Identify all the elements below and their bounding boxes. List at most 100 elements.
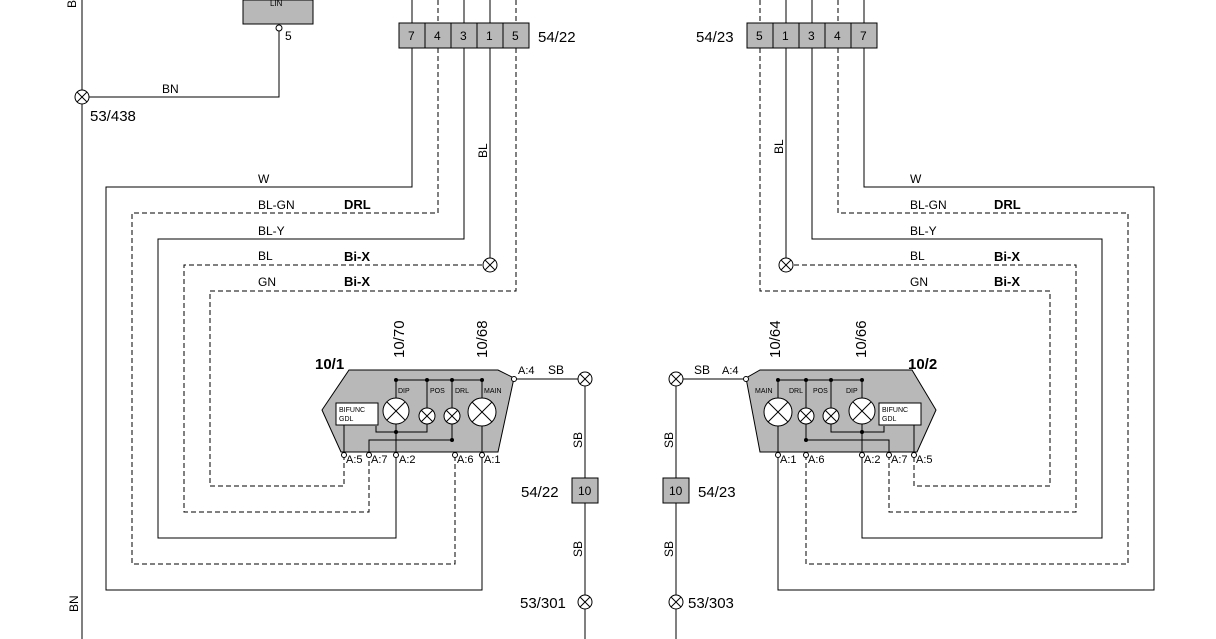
lamp-drl-right [797, 407, 815, 425]
ground-53-301 [577, 594, 593, 610]
sb-label-horizontal: SB [694, 363, 710, 377]
lamp-label: DRL [455, 388, 469, 395]
bifunc-label: GDL [882, 416, 897, 423]
wire-function-label: DRL [994, 197, 1021, 212]
splice-sb-left [577, 371, 593, 387]
connector-54-23: 5 1 3 4 7 [746, 0, 878, 49]
lamp-dip-right [848, 397, 876, 425]
wire-w-left [105, 48, 483, 591]
splice-bl-right [778, 257, 794, 273]
connector-pin: 3 [808, 29, 815, 43]
bifunc-box-right [878, 402, 922, 426]
wire-bl-dashed-left [183, 264, 490, 513]
headlamp-module-left [321, 369, 515, 453]
wire-function-label: Bi-X [344, 274, 370, 289]
pin-label: A:2 [399, 454, 416, 466]
ground-label-53-438: 53/438 [90, 108, 136, 125]
connector-pin: 7 [408, 29, 415, 43]
module-id-10-2: 10/2 [908, 356, 937, 373]
ground-label-53-303: 53/303 [688, 595, 734, 612]
wire-function-label: Bi-X [994, 274, 1020, 289]
connector-pin: 1 [486, 29, 493, 43]
wire-color-label: GN [910, 275, 928, 289]
lin-pin-terminal [275, 24, 283, 32]
pin-label: A:7 [371, 454, 388, 466]
lamp-label: MAIN [755, 388, 773, 395]
bl-vertical-label: BL [772, 139, 786, 154]
wire-color-label: W [910, 172, 922, 186]
ref-10-68: 10/68 [474, 320, 491, 358]
lin-label: LIN [270, 0, 283, 8]
lamp-label: POS [430, 388, 445, 395]
sb-label-horizontal: SB [548, 363, 564, 377]
lamp-label: POS [813, 388, 828, 395]
sb-label-vertical: SB [571, 541, 585, 557]
ground-53-303 [668, 594, 684, 610]
wire-gn-left [209, 48, 517, 487]
lamp-main-right [763, 397, 793, 427]
lin-pin-number: 5 [285, 29, 292, 43]
left-circuit: BN BN LIN 5 BN 53/438 7 4 3 1 5 [65, 0, 599, 639]
ref-10-66: 10/66 [853, 320, 870, 358]
connector-54-22: 7 4 3 1 5 [398, 0, 530, 49]
bifunc-box-left [335, 402, 379, 426]
connector-label-54-22: 54/22 [538, 29, 576, 46]
fuse-box-right [662, 477, 690, 504]
bifunc-label: BIFUNC [339, 407, 365, 414]
fuse-connector-label: 54/23 [698, 484, 736, 501]
module-id-10-1: 10/1 [315, 356, 344, 373]
wire-bl-gn-right [805, 48, 1129, 565]
connector-pin: 7 [860, 29, 867, 43]
lamp-pos-right [822, 407, 840, 425]
pin-label: A:6 [457, 454, 474, 466]
bn-edge-label-bottom: BN [67, 595, 81, 612]
wire-function-label: Bi-X [994, 249, 1020, 264]
pin-label: A:1 [484, 454, 501, 466]
ref-10-70: 10/70 [391, 320, 408, 358]
lamp-label: DIP [846, 388, 858, 395]
pin-a4-label: A:4 [722, 365, 739, 377]
wire-gn-right [759, 48, 1051, 487]
wire-w-right [777, 48, 1155, 591]
connector-pin: 5 [512, 29, 519, 43]
wire-bl-y-right [811, 48, 1103, 539]
lamp-drl-left [443, 407, 461, 425]
bn-wire-label: BN [162, 82, 179, 96]
wire-color-label: BL [910, 249, 925, 263]
connector-pin: 1 [782, 29, 789, 43]
sb-label-vertical: SB [571, 432, 585, 448]
wire-color-label: BL [258, 249, 273, 263]
lamp-main-left [467, 397, 497, 427]
bifunc-label: GDL [339, 416, 354, 423]
splice-bl-left [482, 257, 498, 273]
pin-label: A:1 [780, 454, 797, 466]
lamp-label: DIP [398, 388, 410, 395]
wire-color-label: BL-GN [910, 198, 947, 212]
connector-label-54-23: 54/23 [696, 29, 734, 46]
wire-color-label: BL-Y [910, 224, 937, 238]
wire-bl-dashed-right [786, 264, 1077, 513]
wire-function-label: Bi-X [344, 249, 370, 264]
fuse-connector-label: 54/22 [521, 484, 559, 501]
fuse-value: 10 [578, 484, 592, 498]
wire-bl-y-left [157, 48, 465, 539]
pin-label: A:7 [891, 454, 908, 466]
wire-color-label: BL-GN [258, 198, 295, 212]
bifunc-label: BIFUNC [882, 407, 908, 414]
lamp-pos-left [418, 407, 436, 425]
connector-pin: 3 [460, 29, 467, 43]
fuse-value: 10 [669, 484, 683, 498]
connector-pin: 4 [834, 29, 841, 43]
lamp-label: MAIN [484, 388, 502, 395]
pin-label: A:6 [808, 454, 825, 466]
ref-10-64: 10/64 [767, 320, 784, 358]
sb-label-vertical: SB [662, 432, 676, 448]
right-circuit: 5 1 3 4 7 54/23 BL W BL-GN DRL BL-Y [662, 0, 1155, 639]
pin-label: A:2 [864, 454, 881, 466]
lamp-label: DRL [789, 388, 803, 395]
bl-vertical-label: BL [476, 143, 490, 158]
wire-function-label: DRL [344, 197, 371, 212]
wire-color-label: GN [258, 275, 276, 289]
ground-label-53-301: 53/301 [520, 595, 566, 612]
bn-wire-lin [82, 31, 280, 98]
